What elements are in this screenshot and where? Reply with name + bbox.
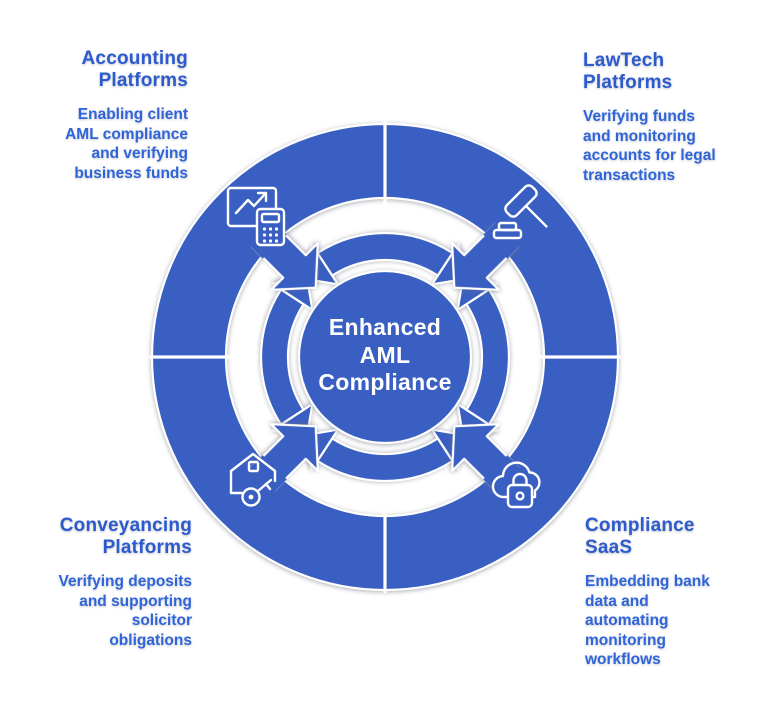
quadrant-accounting-text: Accounting Platforms Enabling client AML… [18, 48, 188, 183]
center-hub-circle [297, 269, 473, 445]
chart-calculator-icon [226, 186, 286, 247]
compliance-saas-heading: Compliance SaaS [585, 515, 695, 558]
accounting-description: Enabling client AML compliance and verif… [65, 106, 188, 182]
accounting-heading: Accounting Platforms [81, 48, 188, 91]
center-label: Enhanced AML Compliance [318, 314, 452, 395]
conveyancing-description: Verifying deposits and supporting solici… [58, 573, 192, 649]
cloud-lock-icon [491, 461, 541, 509]
lawtech-description: Verifying funds and monitoring accounts … [583, 108, 716, 184]
quadrant-dividers [149, 121, 621, 593]
compliance-saas-description: Embedding bank data and automating monit… [585, 573, 710, 668]
gavel-icon [492, 184, 548, 240]
lawtech-heading: LawTech Platforms [583, 50, 673, 93]
quadrant-compliance-saas-text: Compliance SaaS Embedding bank data and … [585, 515, 750, 670]
quadrant-lawtech-text: LawTech Platforms Verifying funds and mo… [583, 50, 748, 185]
conveyancing-heading: Conveyancing Platforms [59, 515, 192, 558]
house-key-icon [229, 452, 277, 507]
quadrant-conveyancing-text: Conveyancing Platforms Verifying deposit… [22, 515, 192, 650]
